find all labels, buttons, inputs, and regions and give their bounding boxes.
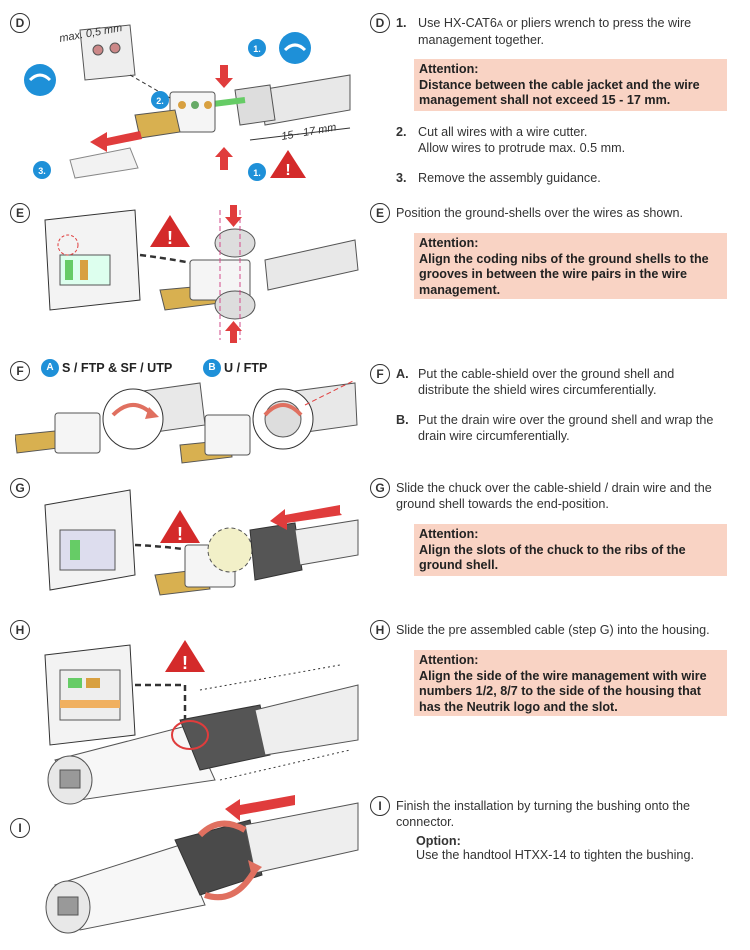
badge-3: 3. (38, 166, 46, 176)
step-g-marker: G (370, 478, 390, 498)
step-i-option-title: Option: (416, 834, 461, 848)
step-i-option-text: Use the handtool HTXX-14 to tighten the … (416, 848, 694, 862)
step-h-marker: H (370, 620, 390, 640)
figure-h-illustration: ! (44, 640, 359, 805)
attention-text: Align the coding nibs of the ground shel… (419, 251, 709, 297)
step-g-text: Slide the chuck over the cable-shield / … (396, 481, 712, 511)
svg-text:!: ! (285, 162, 290, 179)
step-d-attention: Attention: Distance between the cable ja… (414, 59, 727, 111)
variant-a-label: S / FTP & SF / UTP (62, 361, 173, 375)
step-d-item3-num: 3. (396, 171, 407, 185)
attention-title: Attention: (419, 653, 479, 667)
attention-title: Attention: (419, 236, 479, 250)
variant-b-label: U / FTP (224, 361, 268, 375)
step-d-item1-num: 1. (396, 16, 407, 30)
step-e-text: Position the ground-shells over the wire… (396, 206, 684, 220)
badge-1-top: 1. (253, 44, 261, 54)
fig-h-marker: H (10, 620, 30, 640)
step-d-item3-text: Remove the assembly guidance. (418, 171, 601, 185)
step-e-marker: E (370, 203, 390, 223)
svg-text:!: ! (167, 228, 173, 248)
step-d-item2-num: 2. (396, 125, 407, 139)
step-d-item1-text: Use HX-CAT6A or pliers wrench to press t… (418, 16, 692, 47)
figure-i-illustration (45, 795, 359, 934)
step-f-item-a-text: Put the cable-shield over the ground she… (418, 367, 675, 397)
fig-f-marker: F (10, 361, 30, 381)
step-h-text: Slide the pre assembled cable (step G) i… (396, 623, 710, 637)
attention-text: Align the side of the wire management wi… (419, 668, 707, 714)
variant-b-badge: B (203, 359, 221, 377)
step-i-text: Finish the installation by turning the b… (396, 799, 691, 829)
fig-d-marker: D (10, 13, 30, 33)
figure-e-illustration: ! (44, 205, 359, 343)
attention-text: Align the slots of the chuck to the ribs… (419, 542, 686, 573)
step-f-item-b-text: Put the drain wire over the ground shell… (418, 413, 714, 443)
step-g-attention: Attention: Align the slots of the chuck … (414, 524, 727, 576)
step-h-attention: Attention: Align the side of the wire ma… (414, 650, 727, 716)
attention-title: Attention: (419, 527, 479, 541)
figure-d-illustration: max. 0,5 mm 15 - 17 mm ! 1. 2. 3. 1. (24, 22, 351, 181)
step-f-item-b-num: B. (396, 413, 409, 427)
step-f-marker: F (370, 364, 390, 384)
attention-text: Distance between the cable jacket and th… (419, 77, 700, 108)
step-e-attention: Attention: Align the coding nibs of the … (414, 233, 727, 299)
figure-f-illustration (15, 379, 358, 464)
distance-dim-label: 15 - 17 mm (280, 121, 337, 142)
figure-g-illustration: ! (44, 489, 359, 596)
step-f-item-a-num: A. (396, 367, 409, 381)
fig-g-marker: G (10, 478, 30, 498)
step-d-marker: D (370, 13, 390, 33)
svg-text:!: ! (182, 653, 188, 673)
badge-1-bottom: 1. (253, 168, 261, 178)
badge-2: 2. (156, 96, 164, 106)
step-i-marker: I (370, 796, 390, 816)
fig-i-marker: I (10, 818, 30, 838)
variant-a-badge: A (41, 359, 59, 377)
attention-title: Attention: (419, 62, 479, 76)
step-d-item2-text: Cut all wires with a wire cutter.Allow w… (418, 125, 626, 155)
fig-e-marker: E (10, 203, 30, 223)
svg-text:!: ! (177, 524, 183, 544)
